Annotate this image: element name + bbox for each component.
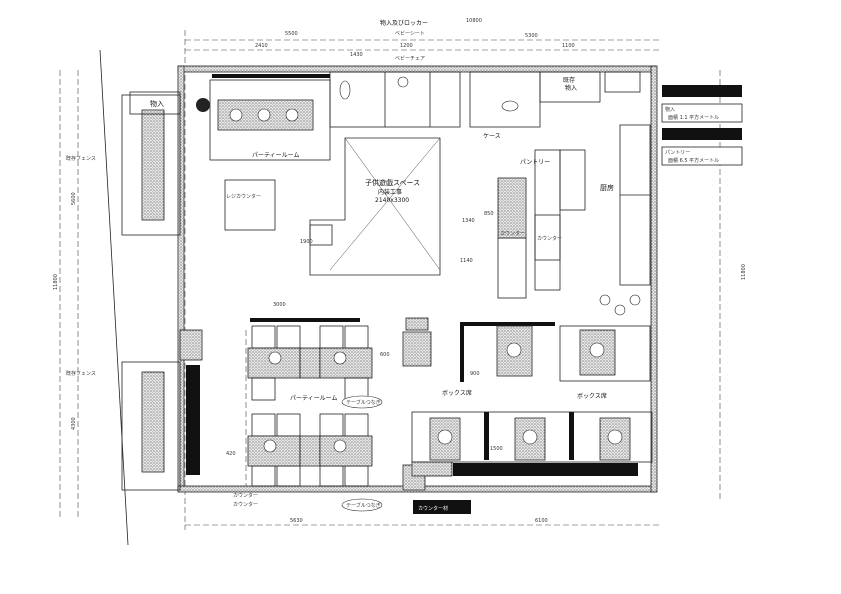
bottom-label-box — [413, 500, 471, 514]
dim-left-lower: 4300 — [71, 417, 77, 430]
dim-top-c: 1200 — [400, 43, 413, 49]
column — [179, 329, 203, 361]
bottom-label: カウンター材 — [418, 505, 448, 512]
counter-note-1: カウンター — [233, 492, 258, 499]
fence-label-2: 既存フェンス — [66, 370, 96, 377]
lockers-label: 物入及びロッカー — [380, 19, 428, 27]
table-join-bubble — [341, 498, 383, 512]
play-space — [309, 137, 441, 276]
legend-pantry-title: パントリー — [665, 150, 690, 156]
existing-label: 既存 — [563, 76, 575, 84]
play-space-label: 子供遊戯スペース — [365, 178, 420, 187]
play-space-work: 内装工事 — [378, 188, 402, 196]
baby-chair-label: ベビーチェア — [395, 55, 425, 62]
table-join-bubble — [341, 395, 383, 409]
exterior-fence-upper — [121, 91, 181, 236]
exterior-fence-lower — [121, 361, 200, 491]
dim-top-total: 10800 — [466, 18, 482, 24]
dim-left-total: 11800 — [53, 274, 59, 290]
dim-right-total: 11800 — [741, 264, 747, 280]
dim-1140: 1140 — [460, 258, 473, 264]
baby-seat-label: ベビーシート — [395, 30, 425, 37]
legend-storage-detail: 面積 1.1 平方メートル — [668, 114, 719, 121]
dim-left-upper: 5600 — [71, 192, 77, 205]
column — [402, 331, 432, 367]
register-counter-label: レジカウンター — [226, 193, 261, 200]
dimension-lines — [59, 30, 721, 546]
dim-900: 900 — [470, 371, 480, 377]
fence-label-1: 既存フェンス — [66, 155, 96, 162]
register-counter — [224, 179, 276, 231]
pantry-area — [497, 124, 651, 316]
dim-bottom-right: 6100 — [535, 518, 548, 524]
table-join-1: テーブルつなぎ — [346, 399, 381, 406]
dim-850: 850 — [484, 211, 494, 217]
dim-1340: 1340 — [462, 218, 475, 224]
pantry-label: パントリー — [520, 159, 550, 166]
legend — [661, 85, 743, 166]
dim-420: 420 — [226, 451, 236, 457]
counter-left-label: カウンター — [500, 230, 525, 237]
play-space-size: 2140x3300 — [375, 197, 409, 204]
legend-pantry-detail: 面積 6.5 平方メートル — [668, 157, 719, 164]
column — [405, 317, 429, 331]
case-label: ケース — [483, 133, 501, 140]
box-seat-1-label: ボックス席 — [442, 389, 472, 397]
dim-top-right: 5300 — [525, 33, 538, 39]
dim-top-b: 1430 — [350, 52, 363, 58]
dim-3000: 3000 — [273, 302, 286, 308]
counter-note-2: カウンター — [233, 501, 258, 508]
party-room-top — [196, 74, 331, 161]
restroom-block — [329, 71, 641, 128]
table-join-2: テーブルつなぎ — [346, 502, 381, 509]
box-seat-2-label: ボックス席 — [577, 392, 607, 400]
party-room-bottom-label: パーティールーム — [290, 395, 337, 402]
dim-top-d: 1100 — [562, 43, 575, 49]
dim-600: 600 — [380, 352, 390, 358]
party-room-bottom — [245, 318, 373, 487]
dim-bottom-left: 5630 — [290, 518, 303, 524]
existing-storage-label: 物入 — [565, 84, 577, 92]
legend-storage-title: 物入 — [665, 106, 675, 113]
party-room-top-label: パーティールーム — [252, 152, 299, 159]
counter-right-label: カウンター — [537, 235, 562, 242]
dim-1500: 1500 — [490, 446, 503, 452]
storage-label: 物入 — [150, 99, 164, 108]
dim-top-a: 2410 — [255, 43, 268, 49]
box-seats — [411, 322, 653, 477]
dim-top-left: 5500 — [285, 31, 298, 37]
dim-1900: 1900 — [300, 239, 313, 245]
kitchen-label: 厨房 — [600, 183, 614, 192]
